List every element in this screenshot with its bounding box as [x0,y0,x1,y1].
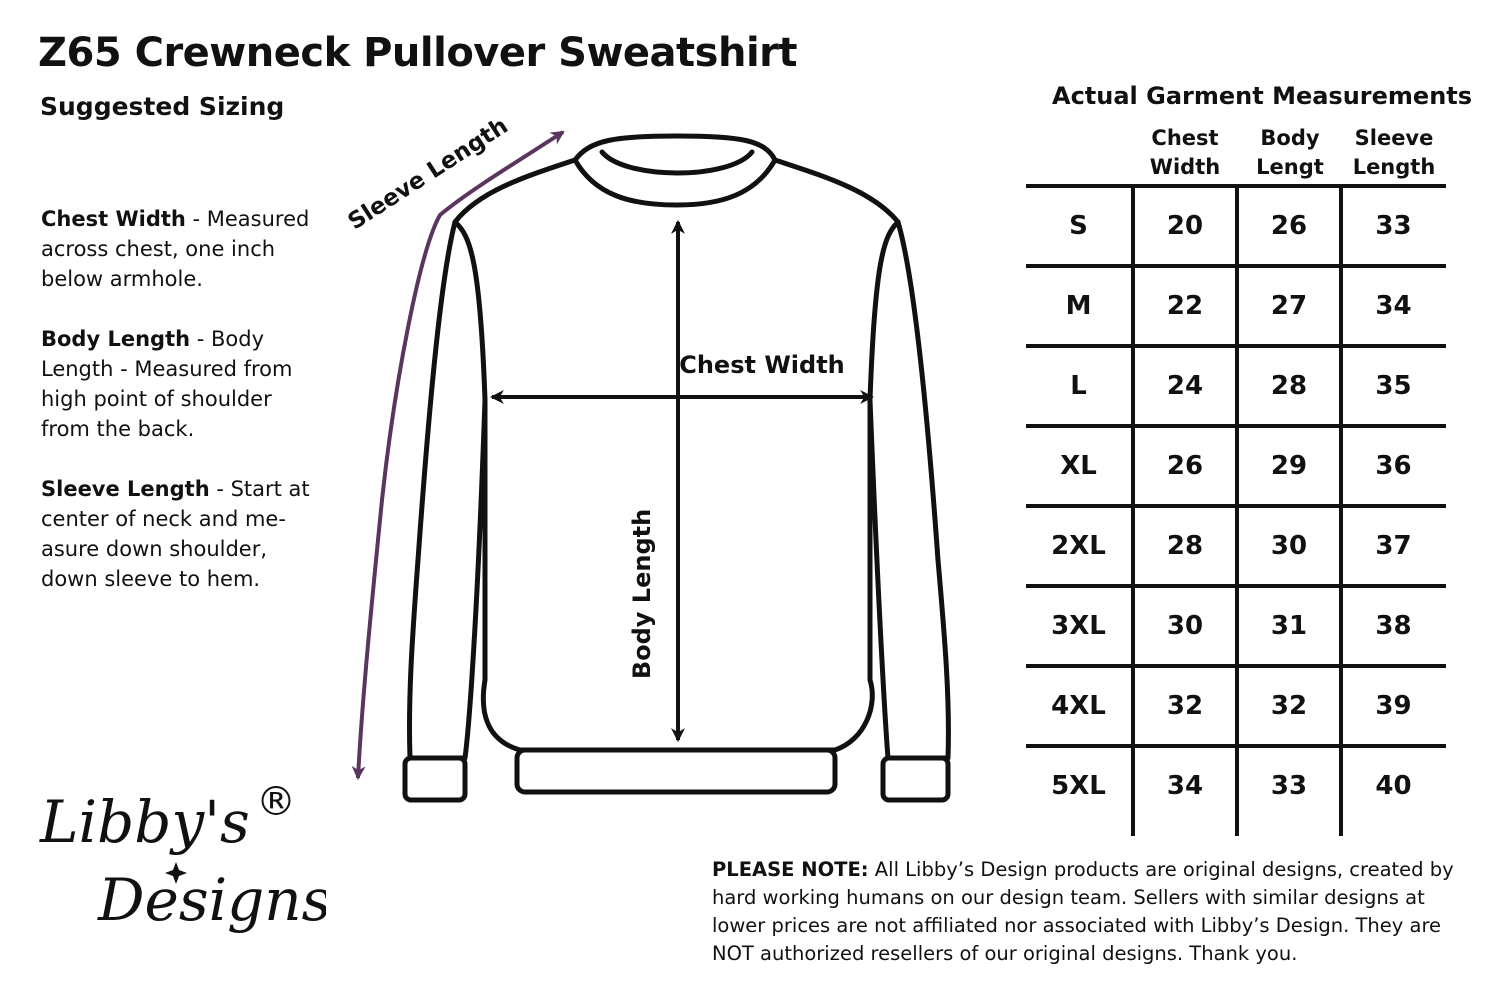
sleeve-length-cell: 35 [1375,371,1412,401]
left-shoulder-seam [452,219,488,403]
size-cell: M [1065,291,1092,321]
right-shoulder-seam [867,219,901,403]
sweatshirt-diagram: Chest Width Body Length Sleeve Length [344,113,951,803]
table-row: XL 26 29 36 [1026,426,1446,506]
measurement-definitions: Chest Width - Measured across chest, one… [41,204,311,624]
body-length-cell: 30 [1270,531,1308,561]
chest-width-cell: 30 [1166,611,1204,641]
sleeve-length-cell: 39 [1375,691,1412,721]
page-title: Z65 Crewneck Pullover Sweatshirt [38,30,798,76]
column-header-line: Chest [1151,126,1219,150]
definition-term: Sleeve Length [41,477,210,501]
sleeve-length-cell: 33 [1375,211,1412,241]
sleeve-length-cell: 36 [1375,451,1412,481]
body-length-cell: 33 [1270,771,1308,801]
measurements-table: S 20 26 33 M 22 27 34 L 24 28 35 XL 26 2… [1026,184,1446,836]
body-length-cell: 28 [1270,371,1308,401]
note-label: PLEASE NOTE: [712,858,869,881]
left-cuff [402,755,468,803]
page-subtitle: Suggested Sizing [40,92,285,121]
column-header-line: Body [1260,126,1320,150]
definition-sleeve-length: Sleeve Length - Start at center of neck … [41,474,311,594]
body-length-cell: 32 [1270,691,1308,721]
waistband [514,747,838,795]
column-header-line: Length [1352,155,1436,179]
size-cell: L [1070,371,1087,401]
logo-sparkle-icon [165,862,187,884]
table-column-rule [1131,184,1135,836]
chest-width-cell: 32 [1166,691,1204,721]
chest-width-cell: 28 [1166,531,1204,561]
size-cell: 4XL [1051,691,1106,721]
chest-width-cell: 26 [1166,451,1204,481]
column-header-body-length: Body Lengt [1238,124,1342,182]
column-header-line: Lengt [1256,155,1324,179]
chest-width-cell: 22 [1166,291,1204,321]
definition-text: - Start at center of neck and me-asure d… [41,477,310,591]
sleeve-length-label: Sleeve Length [344,113,513,235]
column-header-line: Sleeve [1354,126,1434,150]
size-cell: S [1069,211,1088,241]
table-row: M 22 27 34 [1026,266,1446,346]
column-header-sleeve-length: Sleeve Length [1342,124,1446,182]
size-cell: 5XL [1051,771,1106,801]
table-row: S 20 26 33 [1026,186,1446,266]
sleeve-length-cell: 40 [1375,771,1412,801]
table-row: 4XL 32 32 39 [1026,666,1446,746]
table-row: 5XL 34 33 40 [1026,746,1446,826]
body-length-cell: 29 [1270,451,1308,481]
table-title: Actual Garment Measurements [1052,82,1473,110]
chest-width-cell: 24 [1166,371,1204,401]
chest-width-cell: 20 [1166,211,1204,241]
table-column-rule [1339,184,1343,836]
table-row: 2XL 28 30 37 [1026,506,1446,586]
chest-width-label: Chest Width [679,351,845,379]
body-length-label: Body Length [628,509,656,679]
size-cell: XL [1060,451,1097,481]
table-row: 3XL 30 31 38 [1026,586,1446,666]
note-text: All Libby’s Design products are original… [712,858,1454,965]
libbys-designs-logo: Libby's ® Designs [39,779,326,934]
please-note-disclaimer: PLEASE NOTE: All Libby’s Design products… [712,856,1472,968]
sleeve-length-cell: 34 [1375,291,1412,321]
sleeve-length-cell: 37 [1375,531,1412,561]
table-row: L 24 28 35 [1026,346,1446,426]
body-length-cell: 27 [1270,291,1308,321]
right-cuff [880,755,951,803]
table-column-rule [1235,184,1239,836]
logo-line-designs: Designs [97,866,326,934]
definition-body-length: Body Length - Body Length - Measured fro… [41,324,311,444]
sleeve-length-cell: 38 [1375,611,1412,641]
column-header-line: Width [1149,155,1221,179]
chest-width-cell: 34 [1166,771,1204,801]
logo-registered-mark: ® [256,779,296,825]
definition-text: - Measured across chest, one inch below … [41,207,310,291]
neck-collar-inner [599,149,755,176]
body-length-cell: 31 [1270,611,1308,641]
size-cell: 3XL [1051,611,1106,641]
logo-line-libbys: Libby's [39,788,250,856]
definition-term: Body Length [41,327,191,351]
body-length-cell: 26 [1270,211,1308,241]
size-cell: 2XL [1051,531,1106,561]
definition-text: - Body Length - Measured from high point… [41,327,293,441]
definition-chest-width: Chest Width - Measured across chest, one… [41,204,311,294]
definition-term: Chest Width [41,207,186,231]
sleeve-length-arrow [351,130,565,781]
column-header-chest-width: Chest Width [1133,124,1237,182]
